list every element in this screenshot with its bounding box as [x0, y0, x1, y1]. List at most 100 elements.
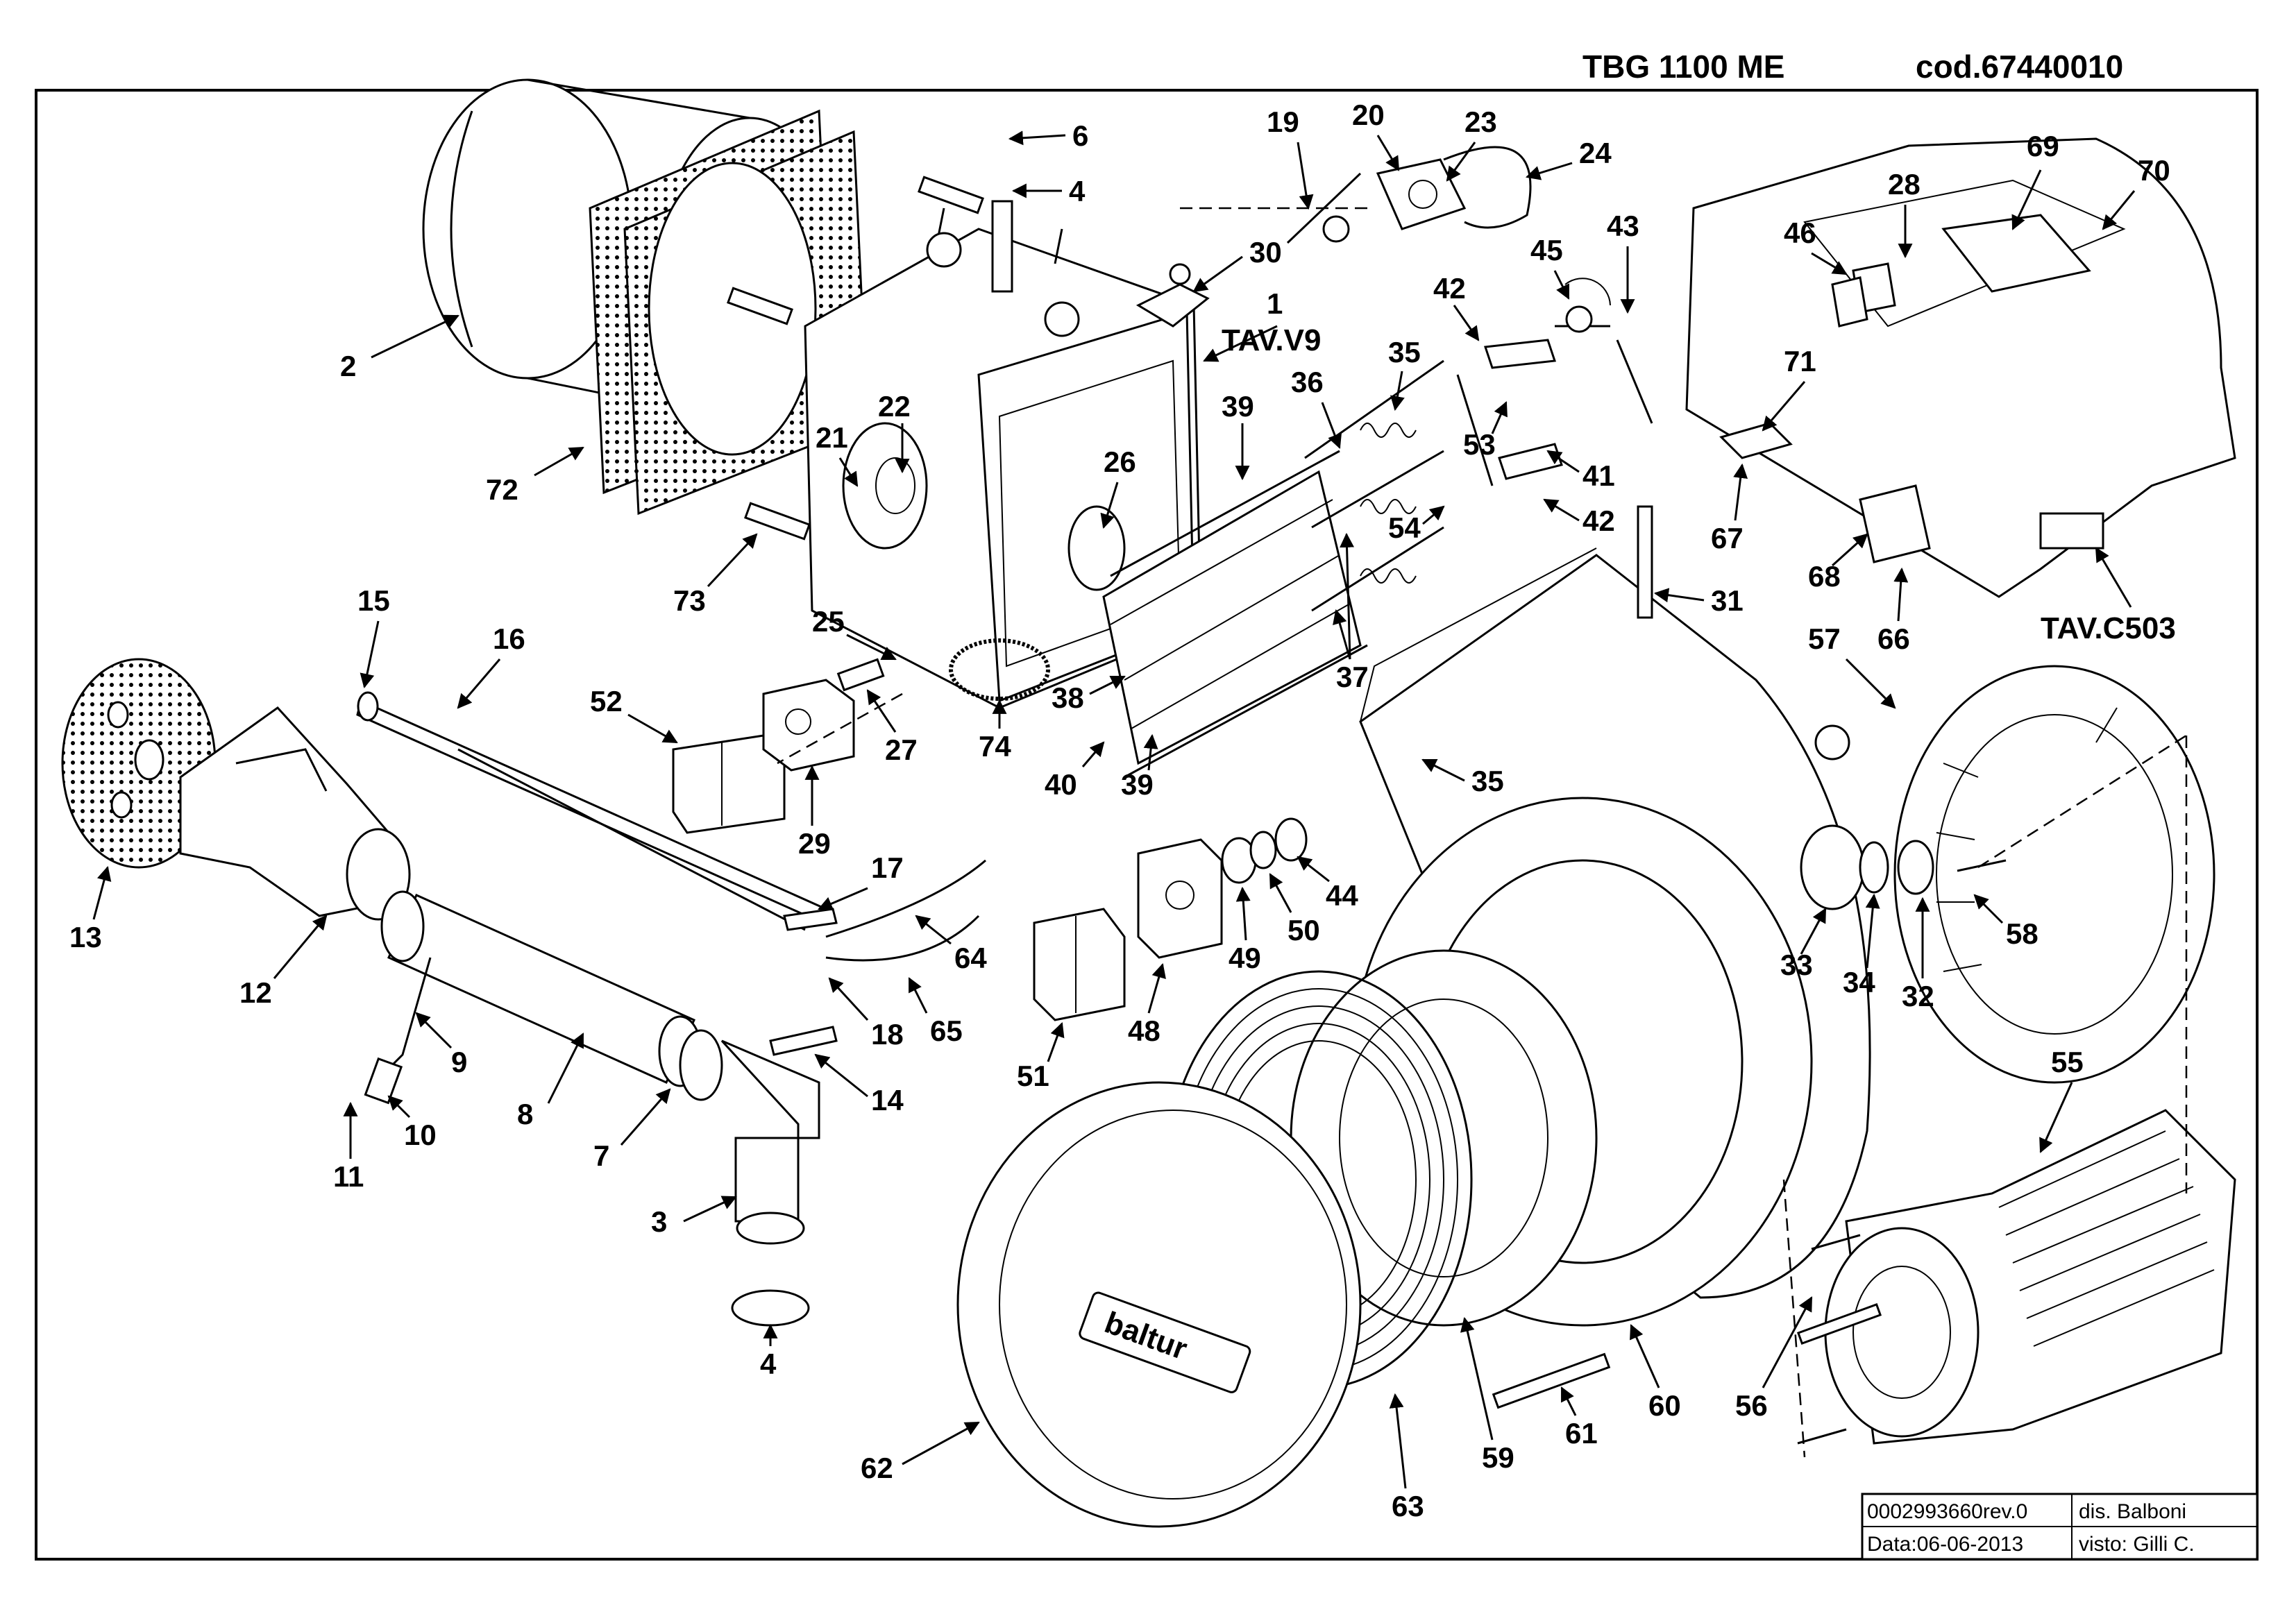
svg-text:37: 37: [1336, 661, 1369, 693]
svg-text:20: 20: [1352, 99, 1385, 131]
svg-text:51: 51: [1017, 1060, 1049, 1092]
svg-text:53: 53: [1463, 428, 1496, 461]
callout-51: 51: [1017, 1022, 1065, 1092]
drawing-frame: [35, 89, 2259, 1561]
svg-text:18: 18: [871, 1018, 904, 1051]
svg-text:29: 29: [798, 827, 831, 860]
ionisation-cable-part: [825, 915, 980, 962]
svg-text:26: 26: [1104, 445, 1136, 478]
callout-27: 27: [866, 689, 918, 766]
svg-text:35: 35: [1388, 336, 1421, 368]
svg-text:34: 34: [1843, 966, 1875, 999]
callout-74: 74: [979, 699, 1011, 763]
air-pressure-switch-part: [1286, 146, 1532, 244]
svg-text:74: 74: [979, 730, 1011, 763]
svg-text:61: 61: [1565, 1417, 1598, 1450]
svg-text:52: 52: [590, 685, 623, 717]
callout-63: 63: [1389, 1393, 1424, 1522]
svg-text:TAV.V9: TAV.V9: [1222, 323, 1321, 357]
callout-8: 8: [517, 1033, 584, 1130]
assembly-line: [777, 207, 2188, 1458]
gas-nozzle-part: [179, 706, 411, 921]
svg-text:30: 30: [1249, 236, 1282, 269]
svg-text:45: 45: [1530, 234, 1563, 266]
callout-7: 7: [593, 1088, 671, 1172]
callout-48: 48: [1128, 962, 1166, 1047]
svg-text:66: 66: [1877, 622, 1910, 655]
callout-72: 72: [486, 446, 584, 506]
svg-text:36: 36: [1291, 366, 1324, 398]
svg-text:13: 13: [69, 921, 102, 953]
checked-by: visto: Gilli C.: [2079, 1533, 2195, 1556]
svg-text:59: 59: [1482, 1441, 1514, 1474]
callout-16: 16: [457, 622, 525, 709]
svg-text:43: 43: [1607, 210, 1639, 242]
svg-text:38: 38: [1052, 681, 1084, 714]
callout-55: 55: [2039, 1046, 2084, 1153]
motor-studs-part: [1797, 1234, 1861, 1445]
svg-text:65: 65: [930, 1014, 963, 1047]
callout-38: 38: [1052, 675, 1126, 714]
callout-42b: 42: [1543, 498, 1615, 537]
callout-71: 71: [1762, 345, 1816, 432]
callout-29: 29: [798, 765, 831, 860]
control-panel-cover-part: [1685, 137, 2236, 598]
control-table-reference: TAV.C503: [2041, 547, 2176, 645]
callout-57: 57: [1808, 622, 1896, 709]
svg-text:63: 63: [1392, 1490, 1424, 1522]
callout-10: 10: [387, 1095, 437, 1151]
callout-52: 52: [590, 685, 678, 744]
callout-33: 33: [1780, 908, 1827, 981]
callout-22: 22: [878, 390, 911, 474]
drawing-code: cod.67440010: [1916, 49, 2123, 85]
svg-text:68: 68: [1808, 560, 1841, 593]
svg-text:TAV.C503: TAV.C503: [2041, 611, 2176, 645]
svg-text:3: 3: [651, 1205, 667, 1238]
svg-text:62: 62: [861, 1452, 893, 1484]
model-title: TBG 1100 ME: [1582, 49, 1784, 85]
svg-text:4: 4: [1069, 175, 1086, 207]
flange-gasket-part: [589, 109, 869, 516]
bracket-part: [1136, 263, 1210, 328]
svg-text:25: 25: [812, 605, 845, 638]
svg-text:42: 42: [1433, 272, 1466, 305]
svg-text:16: 16: [493, 622, 525, 655]
svg-text:31: 31: [1711, 584, 1744, 617]
callout-26: 26: [1100, 445, 1136, 529]
callout-14: 14: [814, 1053, 904, 1116]
callout-4b: 4: [760, 1323, 778, 1380]
gas-lance-part: [356, 691, 827, 931]
svg-text:15: 15: [357, 584, 390, 617]
svg-text:11: 11: [333, 1160, 364, 1193]
svg-text:39: 39: [1121, 768, 1154, 801]
callout-3: 3: [651, 1196, 737, 1238]
callout-31: 31: [1653, 584, 1744, 617]
callout-13: 13: [69, 865, 112, 953]
combustion-head-housing-part: [804, 200, 1202, 709]
gasket-ring-part: [949, 638, 1050, 701]
callout-37: 37: [1333, 532, 1369, 693]
drawing-number: 0002993660rev.0: [1867, 1500, 2027, 1523]
callout-59: 59: [1460, 1316, 1514, 1474]
svg-text:71: 71: [1784, 345, 1816, 377]
svg-text:28: 28: [1888, 168, 1921, 201]
svg-text:12: 12: [239, 976, 272, 1009]
callout-15: 15: [357, 584, 390, 689]
ignition-transformer-part: [1033, 838, 1223, 1021]
damper-springs-part: [1360, 423, 1417, 584]
svg-text:56: 56: [1735, 1389, 1768, 1422]
callout-44: 44: [1297, 856, 1358, 912]
callout-39a: 39: [1222, 390, 1254, 481]
callout-6: 6: [1008, 119, 1088, 152]
svg-text:41: 41: [1582, 459, 1615, 492]
svg-text:49: 49: [1229, 942, 1261, 974]
svg-text:14: 14: [871, 1084, 904, 1116]
air-damper-part: [1102, 359, 1444, 779]
svg-text:1: 1: [1267, 287, 1283, 320]
callout-2: 2: [340, 314, 459, 382]
svg-text:54: 54: [1388, 511, 1421, 544]
svg-text:9: 9: [451, 1046, 467, 1078]
svg-text:55: 55: [2051, 1046, 2084, 1078]
callout-69: 69: [2011, 130, 2059, 230]
